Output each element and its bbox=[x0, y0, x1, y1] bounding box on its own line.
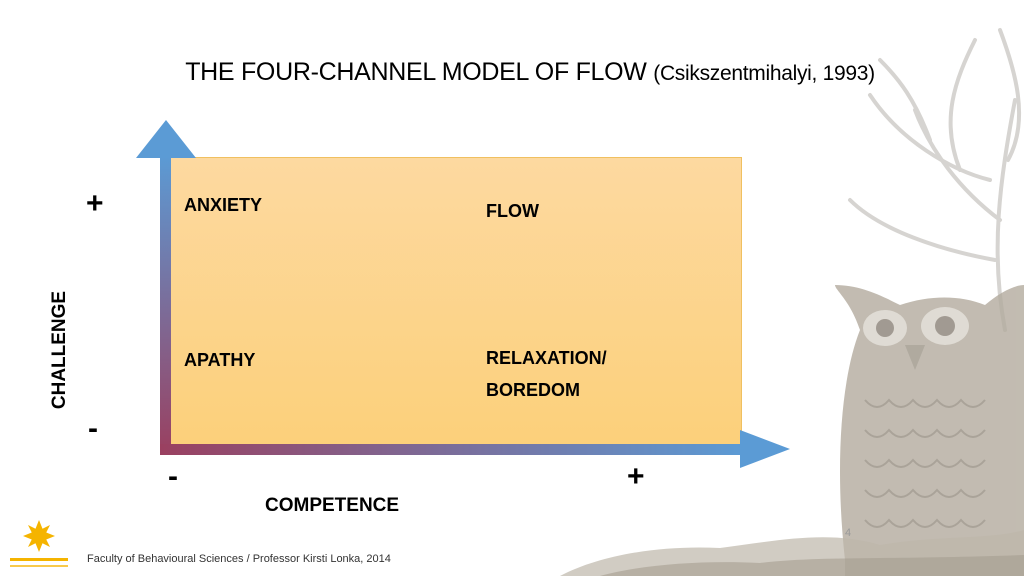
y-axis-arrowhead-icon bbox=[136, 120, 196, 158]
x-axis-high-sign: + bbox=[627, 460, 645, 493]
quadrant-relaxation-line: RELAXATION/ bbox=[486, 348, 607, 368]
university-logo-icon bbox=[10, 520, 68, 567]
y-axis-low-sign: - bbox=[88, 412, 98, 445]
quadrant-flow: FLOW bbox=[486, 201, 539, 221]
x-axis-arrowhead-icon bbox=[740, 430, 790, 468]
slide-title: THE FOUR-CHANNEL MODEL OF FLOW (Csikszen… bbox=[0, 58, 1024, 87]
title-main: THE FOUR-CHANNEL MODEL OF FLOW bbox=[185, 58, 647, 86]
quadrant-area bbox=[170, 157, 742, 449]
quadrant-relaxation-boredom: RELAXATION/ BOREDOM bbox=[486, 342, 607, 406]
quadrant-apathy: APATHY bbox=[184, 350, 256, 370]
page-number: 4 bbox=[845, 527, 852, 539]
title-citation: (Csikszentmihalyi, 1993) bbox=[653, 62, 875, 85]
x-axis-line bbox=[160, 444, 744, 455]
y-axis-line bbox=[160, 155, 171, 453]
x-axis-low-sign: - bbox=[168, 460, 178, 493]
y-axis-label: CHALLENGE bbox=[49, 290, 70, 410]
footer-text: Faculty of Behavioural Sciences / Profes… bbox=[87, 553, 391, 565]
quadrant-anxiety: ANXIETY bbox=[184, 195, 263, 215]
y-axis-high-sign: + bbox=[86, 187, 104, 220]
quadrant-boredom-line: BOREDOM bbox=[486, 380, 580, 400]
x-axis-label: COMPETENCE bbox=[265, 495, 400, 516]
